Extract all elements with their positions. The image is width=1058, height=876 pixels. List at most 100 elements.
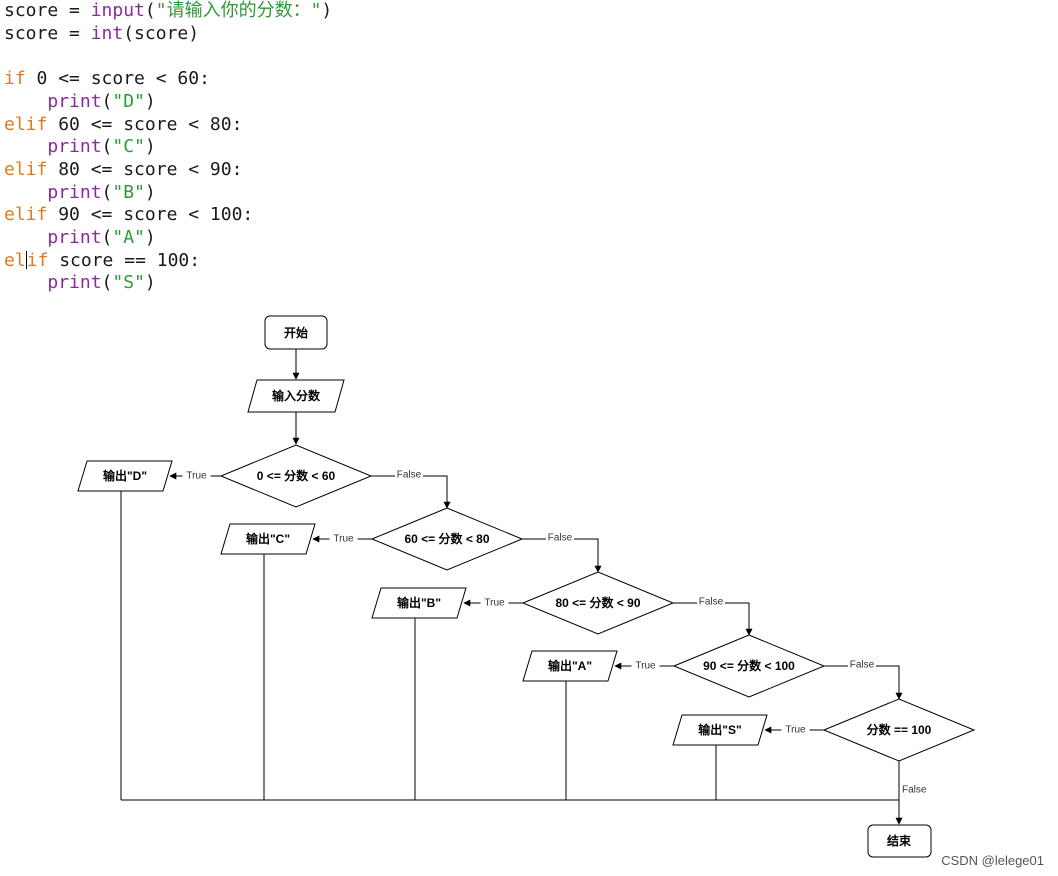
end-node: [867, 824, 932, 858]
code-token: print: [47, 181, 102, 203]
code-token: "D": [112, 90, 145, 112]
edge-label-bg: [631, 659, 660, 672]
code-token: elif: [4, 158, 48, 180]
decision-label: 60 <= 分数 < 80: [404, 531, 489, 546]
code-token: ): [321, 0, 333, 21]
code-token: elif: [4, 204, 48, 226]
decision-label: 分数 == 100: [867, 722, 932, 737]
output-node: [522, 650, 618, 682]
code-token: if: [26, 249, 49, 271]
code-line: elif score == 100:: [4, 250, 200, 271]
decision-node: [672, 634, 826, 698]
code-token: (: [101, 181, 113, 203]
code-line: score = int(score): [4, 23, 199, 44]
false-label: False: [850, 660, 875, 671]
true-label: True: [484, 598, 505, 609]
true-label: True: [635, 661, 656, 672]
code-token: ): [144, 272, 156, 294]
output-node: [672, 714, 768, 746]
code-line: if 0 <= score < 60:: [4, 68, 210, 89]
code-token: 90 <= score < 100:: [47, 204, 254, 226]
code-token: score == 100:: [48, 249, 201, 271]
true-label: True: [186, 471, 207, 482]
code-line: elif 60 <= score < 80:: [4, 114, 242, 135]
code-editor: score = input("请输入你的分数：") score = int(sc…: [4, 0, 332, 295]
code-token: "请输入你的分数：": [155, 0, 322, 21]
code-token: (: [101, 272, 113, 294]
code-token: 80 <= score < 90:: [47, 158, 243, 180]
code-line: score = input("请输入你的分数："): [4, 0, 332, 21]
code-token: ): [144, 181, 156, 203]
output-label: 输出"B": [397, 595, 441, 610]
input-node: [247, 379, 345, 413]
code-line: print("D"): [4, 90, 156, 112]
start-label: 开始: [284, 325, 308, 340]
true-label: True: [785, 725, 806, 736]
code-token: "A": [112, 227, 145, 249]
output-label: 输出"C": [246, 531, 290, 546]
false-label: False: [397, 470, 422, 481]
edge-label-bg: [329, 532, 358, 545]
code-line: elif 90 <= score < 100:: [4, 204, 253, 225]
code-line: print("B"): [4, 181, 156, 203]
code-token: score =: [4, 22, 91, 44]
decision-node: [219, 444, 373, 508]
code-token: input: [90, 0, 145, 21]
output-label: 输出"D": [103, 468, 147, 483]
output-label: 输出"S": [698, 722, 741, 737]
code-token: "S": [112, 272, 145, 294]
false-label: False: [699, 597, 724, 608]
code-token: 0 <= score < 60:: [25, 68, 210, 90]
code-token: ): [144, 136, 156, 158]
code-token: "B": [112, 181, 145, 203]
output-node: [77, 460, 173, 492]
start-node: [264, 315, 328, 350]
edge-label-bg: [182, 469, 211, 482]
code-line: print("C"): [4, 136, 156, 158]
decision-label: 80 <= 分数 < 90: [555, 595, 640, 610]
code-line: elif 80 <= score < 90:: [4, 159, 242, 180]
code-token: score =: [4, 0, 91, 21]
code-token: print: [47, 272, 102, 294]
edge-label-bg: [480, 596, 509, 609]
input-label: 输入分数: [272, 388, 321, 403]
decision-label: 0 <= 分数 < 60: [257, 468, 336, 483]
edge-label-bg: [697, 595, 725, 608]
code-token: (: [101, 90, 113, 112]
edge-label-bg: [546, 531, 574, 544]
edge-label-bg: [395, 468, 423, 481]
code-token: print: [47, 136, 102, 158]
code-token: print: [47, 90, 102, 112]
code-token: el: [4, 249, 26, 271]
code-token: elif: [4, 113, 48, 135]
decision-node: [822, 698, 976, 762]
decision-node: [521, 571, 675, 635]
watermark: CSDN @lelege01: [941, 853, 1044, 868]
code-token: 60 <= score < 80:: [47, 113, 243, 135]
text-cursor: [25, 250, 27, 269]
code-line: print("S"): [4, 272, 156, 294]
false-label: False: [548, 533, 573, 544]
code-token: int: [90, 22, 124, 44]
decision-node: [370, 507, 524, 571]
output-node: [220, 523, 316, 555]
code-token: (: [101, 136, 113, 158]
end-label: 结束: [887, 833, 912, 848]
code-token: ): [144, 90, 156, 112]
output-node: [371, 587, 467, 619]
code-token: print: [47, 227, 102, 249]
code-token: ): [144, 227, 156, 249]
code-token: if: [4, 68, 26, 90]
output-label: 输出"A": [548, 658, 592, 673]
code-token: (score): [123, 22, 200, 44]
true-label: True: [333, 534, 354, 545]
code-token: (: [101, 227, 113, 249]
decision-label: 90 <= 分数 < 100: [703, 658, 795, 673]
code-token: "C": [112, 136, 145, 158]
edge-label-bg: [848, 658, 876, 671]
edge-label-bg: [781, 723, 810, 736]
false-label: False: [902, 785, 927, 796]
code-token: (: [144, 0, 156, 21]
code-line: print("A"): [4, 227, 156, 249]
